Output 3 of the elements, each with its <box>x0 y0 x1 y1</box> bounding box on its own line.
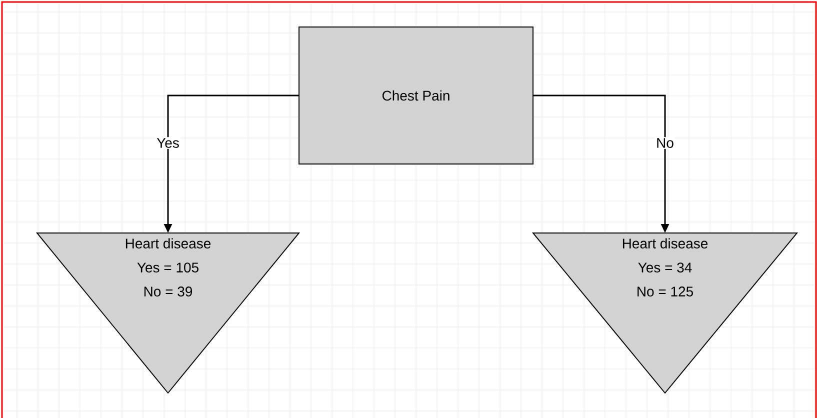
decision-box: Chest Pain <box>298 26 534 164</box>
edge-label: Yes <box>156 137 180 149</box>
edge-label: No <box>655 137 675 149</box>
